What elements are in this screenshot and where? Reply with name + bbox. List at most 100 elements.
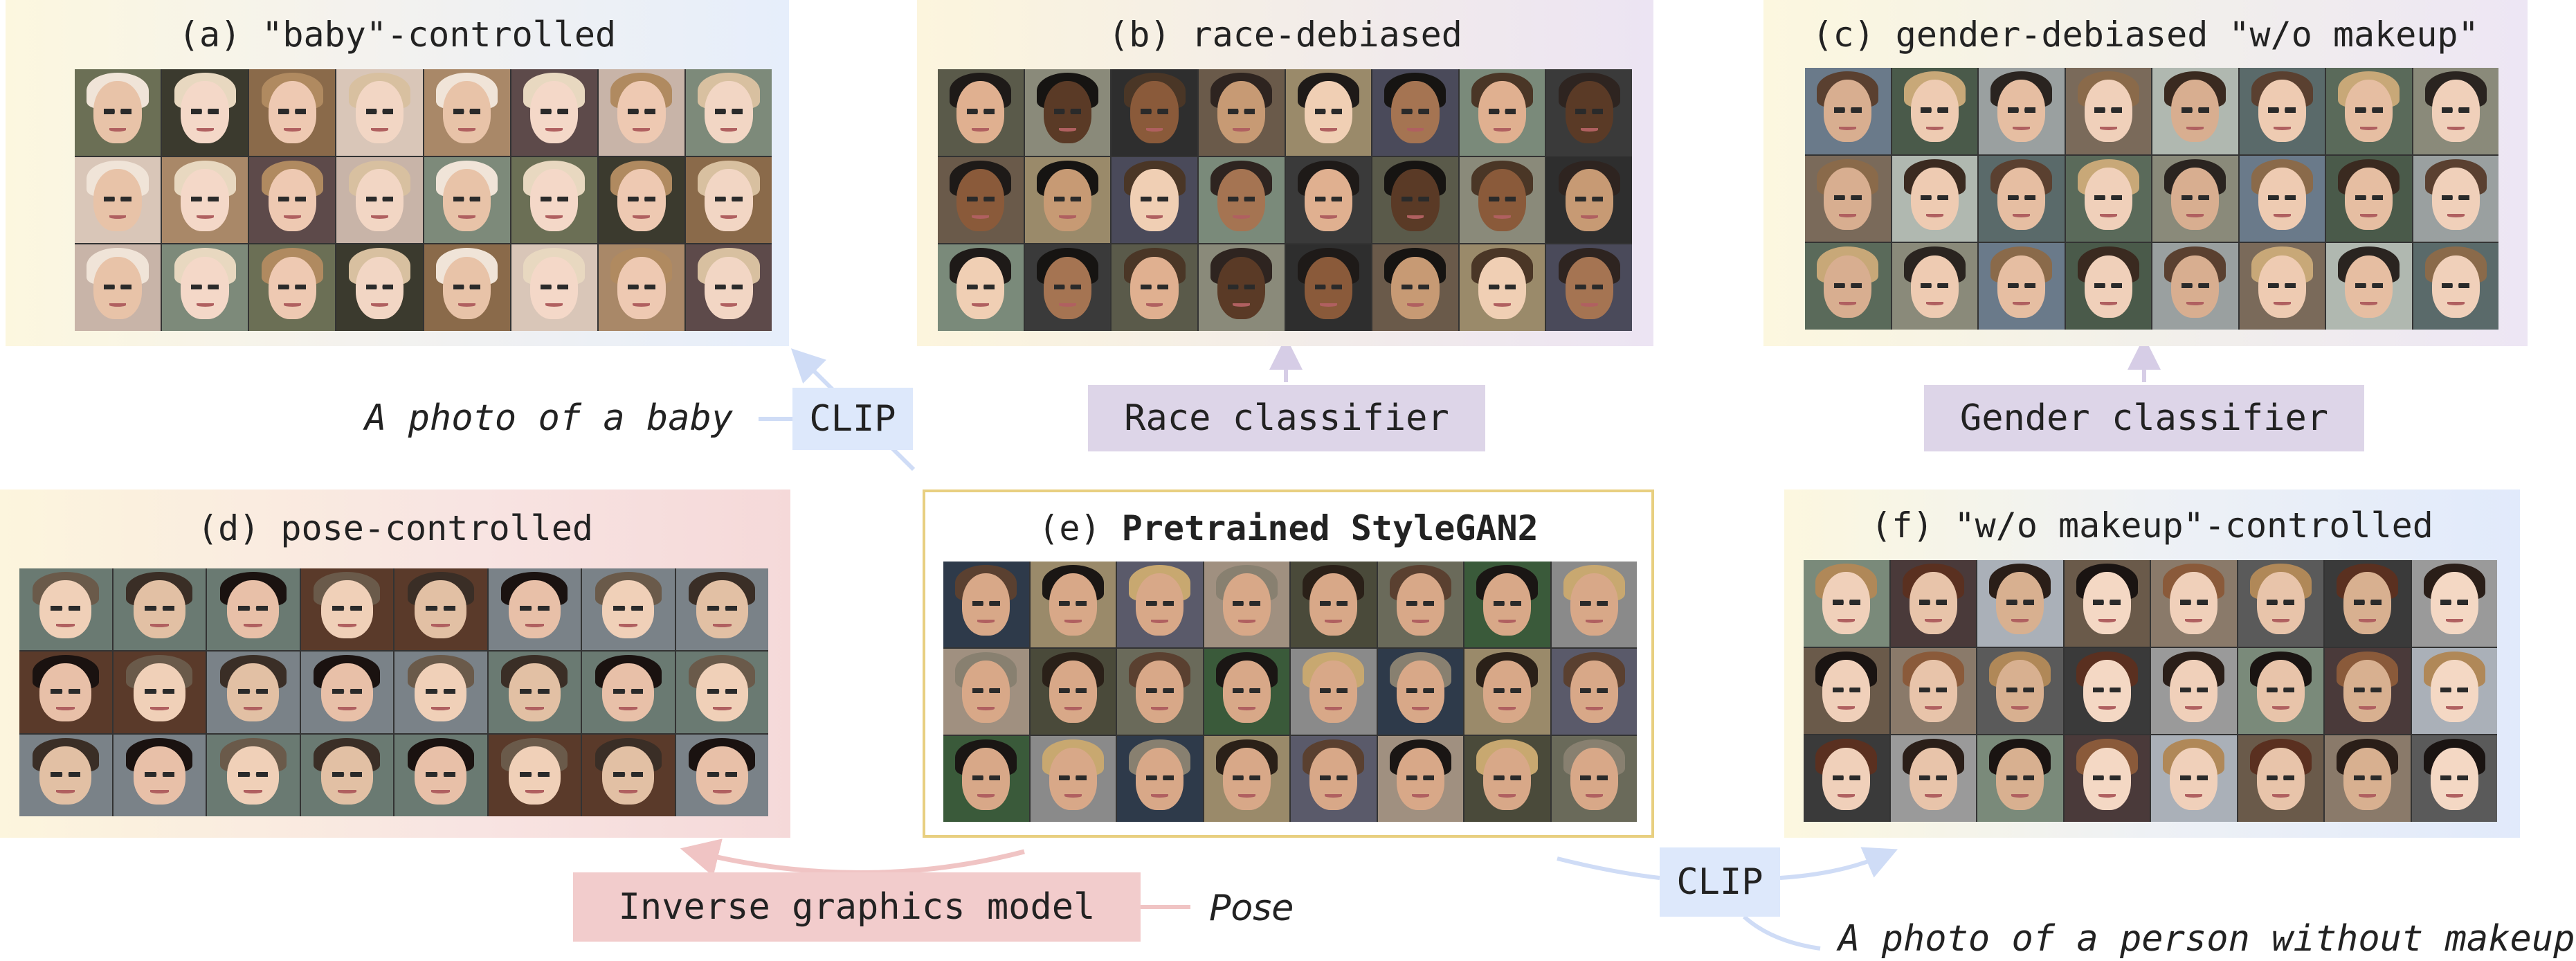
face-eyes [2179,775,2208,781]
face-eyes [238,772,269,778]
face-image [1117,649,1203,735]
face-eyes [1919,600,1947,605]
face-image [488,652,581,733]
face-eyes [2181,282,2209,289]
face-eyes [627,284,655,290]
face-image [1285,244,1372,331]
face-image [2326,155,2412,242]
pose-caption: Pose [1209,888,1294,929]
face-mouth [1925,302,1943,306]
face-mouth [2359,618,2377,622]
face-image [249,244,336,331]
face-image [2413,155,2498,242]
face-eyes [2007,107,2035,113]
face-eyes [1233,688,1260,694]
face-mouth [525,790,544,793]
face-eyes [2006,688,2034,693]
face-mouth [1585,707,1603,711]
face-mouth [1145,127,1163,132]
face-image [162,244,248,331]
face-mouth [1064,794,1082,798]
face-image [943,562,1029,647]
face-mouth [1237,707,1255,711]
face-eyes [2181,107,2209,113]
face-mouth [1498,707,1516,711]
face-image [1464,649,1550,735]
face-eyes [2267,688,2294,693]
face-mouth [2098,706,2116,710]
face-eyes [1575,109,1603,114]
face-mouth [977,707,995,711]
face-mouth [56,624,75,627]
face-mouth [56,790,75,793]
face-eyes [2094,282,2122,289]
face-mouth [633,215,651,219]
face-mouth [1494,127,1511,132]
face-image [1024,244,1111,331]
clip-box-bottom: CLIP [1660,847,1780,917]
face-mouth [1145,215,1163,219]
face-image [685,69,772,156]
face-eyes [1833,107,1862,113]
face-mouth [371,127,388,132]
face-mouth [1838,794,1856,798]
face-eyes [1227,197,1255,202]
face-mouth [1494,303,1511,307]
face-image [19,735,112,816]
face-eyes [2007,195,2035,201]
face-mouth [1924,618,1942,622]
face-image [113,568,206,650]
face-eyes [1059,688,1087,694]
face-mouth [2360,302,2378,306]
face-image [1372,156,1458,244]
face-eyes [144,772,174,778]
face-eyes [2093,600,2121,605]
face-eyes [2094,195,2122,201]
face-mouth [1406,215,1424,219]
face-image [675,652,768,733]
face-image [2238,647,2323,735]
face-eyes [967,109,995,114]
face-eyes [1227,109,1255,114]
face-eyes [2440,688,2468,693]
face-eyes [104,197,131,202]
face-eyes [1488,109,1516,114]
face-eyes [365,109,394,114]
face-mouth [2099,126,2117,130]
face-image [1979,155,2065,242]
face-mouth [1237,794,1255,798]
face-eyes [519,772,550,778]
face-mouth [149,624,169,627]
face-image [162,156,248,244]
panel-pose-controlled: (d) pose-controlled [0,490,790,838]
face-eyes [2179,600,2208,605]
panel-gender-debiased: (c) gender-debiased "w/o makeup" [1763,0,2528,346]
face-eyes [453,197,481,202]
face-mouth [525,624,544,627]
face-mouth [1059,127,1076,132]
face-eyes [426,606,456,611]
face-eyes [627,109,655,114]
face-eyes [332,689,362,694]
panel-f-title: (f) "w/o makeup"-controlled [1871,505,2433,546]
face-mouth [712,790,732,793]
face-eyes [1406,775,1434,781]
face-mouth [977,620,995,624]
face-eyes [1145,775,1174,781]
face-mouth [1498,794,1516,798]
face-image [1805,155,1891,242]
face-eyes [2267,600,2294,605]
face-image [1030,736,1116,822]
face-mouth [2271,706,2289,710]
face-image [2326,243,2412,330]
face-image [1890,647,1976,735]
face-image [2413,68,2498,154]
face-mouth [1924,794,1942,798]
face-mouth [2273,214,2291,218]
line-no-makeup-to-clip [1742,915,1821,951]
face-grid-e [943,562,1637,822]
face-mouth [2186,302,2204,306]
arrow-inverse-to-pose [680,838,1025,877]
face-mouth [2099,214,2117,218]
face-image [207,735,300,816]
